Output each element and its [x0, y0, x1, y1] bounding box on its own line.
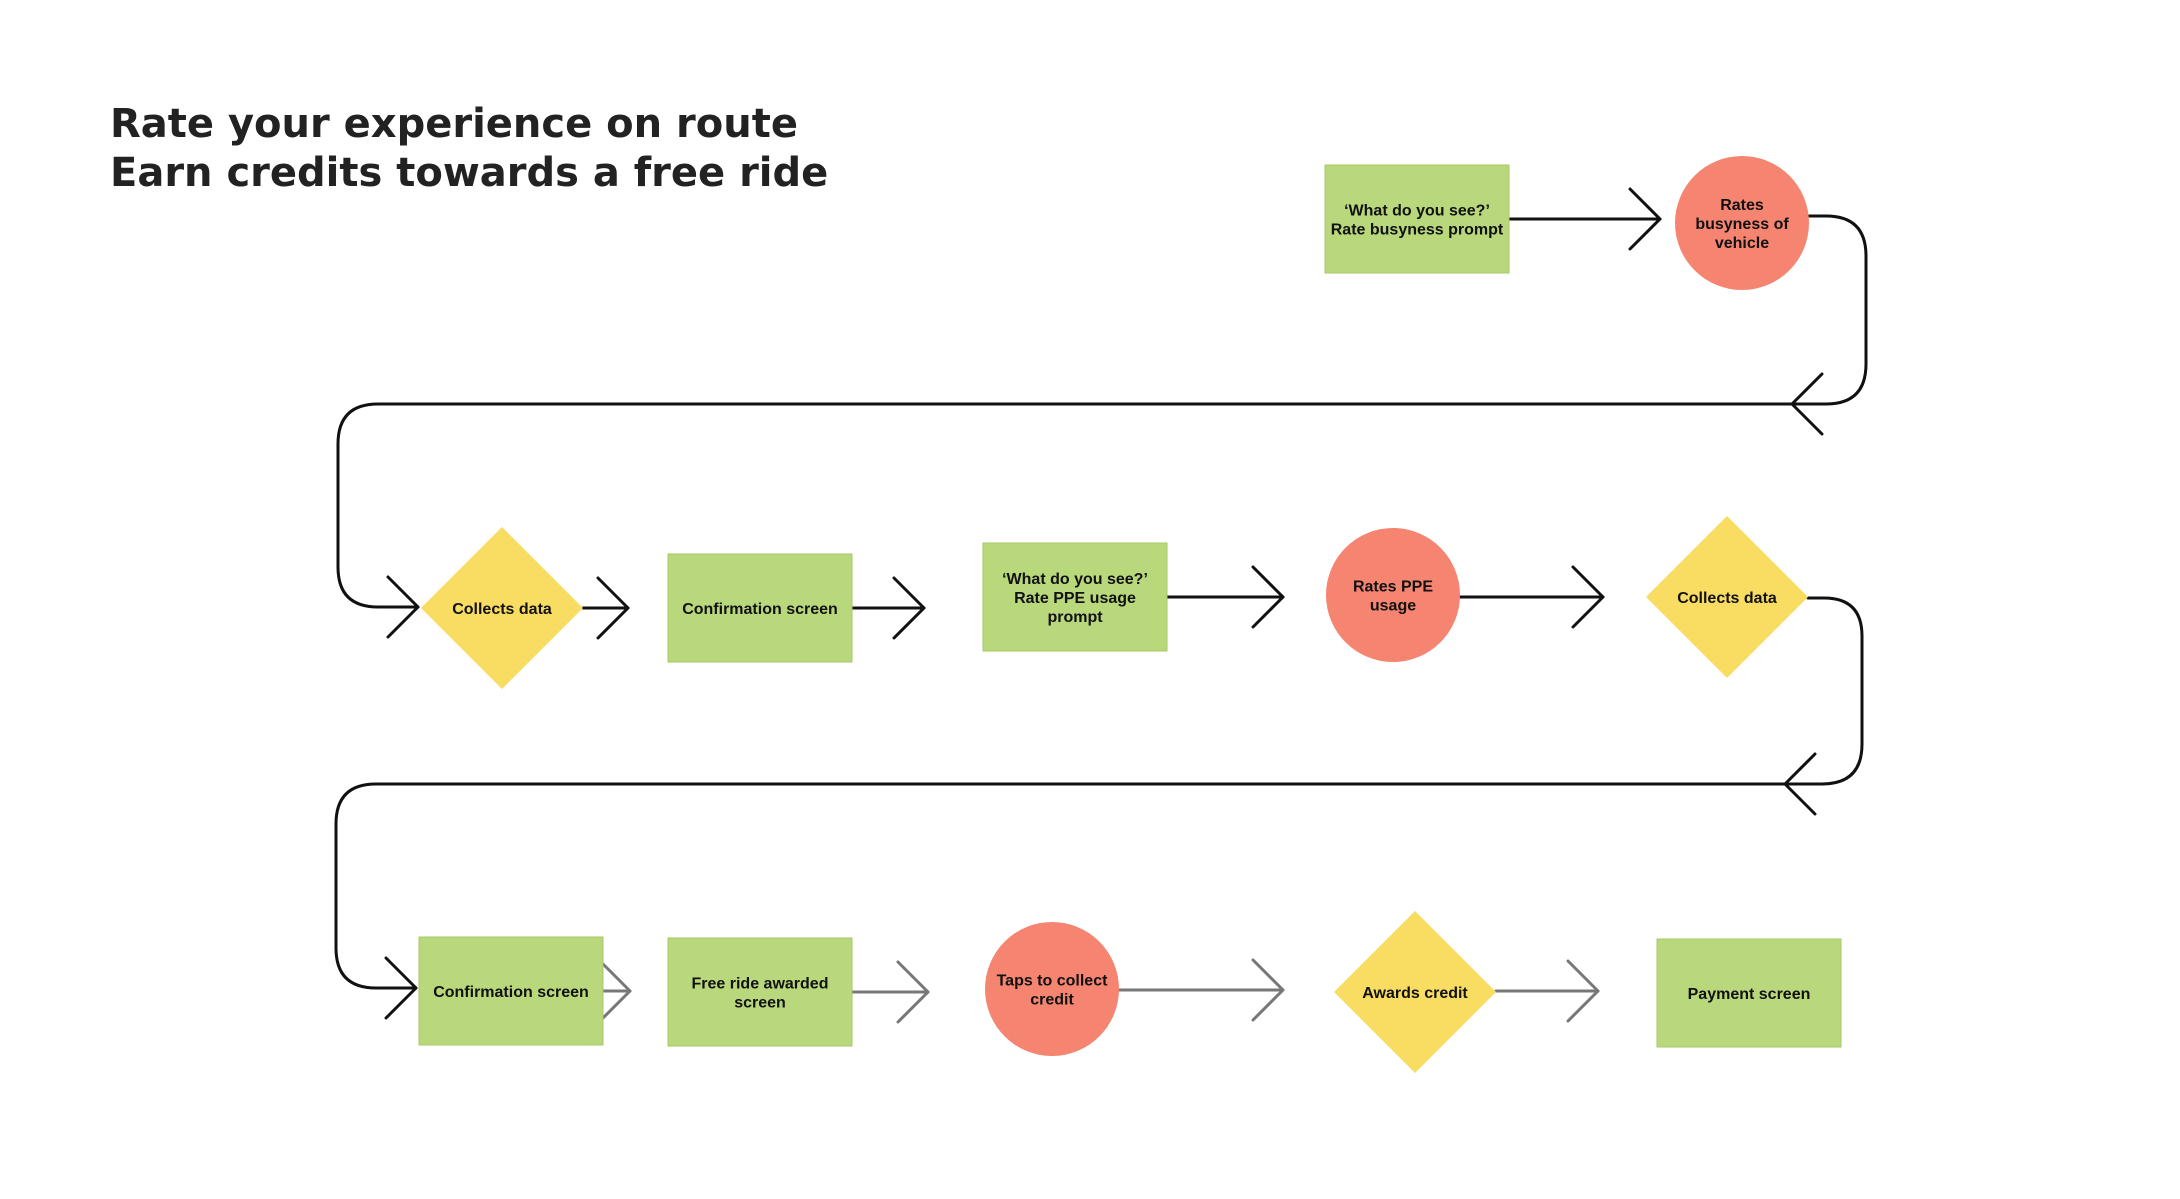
screen-rectangle [1324, 164, 1510, 274]
edge-rates-busyness-to-collects-data-1 [336, 214, 1868, 639]
node-label: busyness of [1695, 216, 1789, 233]
edge-confirmation-screen-2-to-free-ride-awarded [598, 959, 632, 1023]
node-ppe-prompt: ‘What do you see?’ Rate PPE usage prompt [982, 542, 1168, 652]
node-label: ‘What do you see?’ [1002, 571, 1148, 588]
edge-busyness-prompt-to-rates-busyness [1507, 187, 1662, 251]
edge-collects-data-1-to-confirmation-screen-1 [581, 576, 630, 640]
arrowhead [1566, 959, 1600, 1023]
title-line-2: Earn credits towards a free ride [110, 150, 829, 196]
system-diamond [1334, 911, 1496, 1073]
arrowhead [384, 956, 418, 1020]
arrowhead [1571, 565, 1605, 629]
diagram-title: Rate your experience on route Earn credi… [110, 100, 828, 198]
node-label: vehicle [1715, 235, 1769, 252]
node-label: usage [1370, 598, 1416, 615]
node-label: Confirmation screen [433, 984, 589, 1001]
arrowhead [1628, 187, 1662, 251]
edge-collects-data-2-to-confirmation-screen-2 [334, 596, 1864, 1020]
title-line-1: Rate your experience on route [110, 101, 798, 147]
arrowhead [1783, 752, 1817, 816]
screen-rectangle [667, 553, 853, 663]
screen-rectangle [418, 936, 604, 1046]
node-confirmation-screen-2: Confirmation screen [418, 936, 604, 1046]
screen-rectangle [1656, 938, 1842, 1048]
edge-awards-credit-to-payment-screen [1494, 959, 1600, 1023]
node-label: Rate PPE usage [1014, 590, 1136, 607]
connectors [334, 187, 1868, 1024]
nodes: ‘What do you see?’Rate busyness promptRa… [418, 156, 1842, 1073]
node-taps-collect-credit: Taps to collect credit [985, 922, 1119, 1056]
node-free-ride-awarded: Free ride awarded screen [667, 937, 853, 1047]
node-label: Awards credit [1362, 985, 1468, 1002]
node-label: prompt [1047, 609, 1103, 626]
node-label: Free ride awarded [692, 976, 829, 993]
node-confirmation-screen-1: Confirmation screen [667, 553, 853, 663]
node-label: screen [734, 995, 786, 1012]
node-label: Payment screen [1688, 986, 1811, 1003]
edge-rates-ppe-to-collects-data-2 [1458, 565, 1605, 629]
node-rates-busyness: Rates busyness of vehicle [1675, 156, 1809, 290]
system-diamond [421, 527, 583, 689]
node-label: Rates [1720, 197, 1764, 214]
edge-taps-collect-credit-to-awards-credit [1117, 958, 1285, 1022]
screen-rectangle [667, 937, 853, 1047]
edge-confirmation-screen-1-to-ppe-prompt [850, 576, 926, 640]
node-rates-ppe: Rates PPE usage [1326, 528, 1460, 662]
arrowhead [896, 960, 930, 1024]
connector-line [336, 214, 1868, 609]
node-label: credit [1030, 992, 1074, 1009]
node-collects-data-1: Collects data [421, 527, 583, 689]
action-circle [1675, 156, 1809, 290]
action-circle [985, 922, 1119, 1056]
screen-rectangle [982, 542, 1168, 652]
node-label: ‘What do you see?’ [1344, 203, 1490, 220]
arrowhead [1251, 958, 1285, 1022]
node-label: Taps to collect [997, 973, 1109, 990]
arrowhead [892, 576, 926, 640]
node-label: Rate busyness prompt [1331, 222, 1504, 239]
arrowhead [596, 576, 630, 640]
edge-free-ride-awarded-to-taps-collect-credit [850, 960, 930, 1024]
node-label: Confirmation screen [682, 601, 838, 618]
node-busyness-prompt: ‘What do you see?’ Rate busyness prompt [1324, 164, 1510, 274]
node-label: Collects data [452, 601, 552, 618]
arrowhead [386, 575, 420, 639]
edge-ppe-prompt-to-rates-ppe [1165, 565, 1285, 629]
arrowhead [1251, 565, 1285, 629]
action-circle [1326, 528, 1460, 662]
connector-line [334, 596, 1864, 990]
arrowhead [1790, 372, 1824, 436]
node-payment-screen: Payment screen [1656, 938, 1842, 1048]
node-label: Collects data [1677, 590, 1777, 607]
node-label: Rates PPE [1353, 579, 1433, 596]
node-collects-data-2: Collects data [1646, 516, 1808, 678]
node-awards-credit: Awards credit [1334, 911, 1496, 1073]
arrowhead [598, 959, 632, 1023]
system-diamond [1646, 516, 1808, 678]
